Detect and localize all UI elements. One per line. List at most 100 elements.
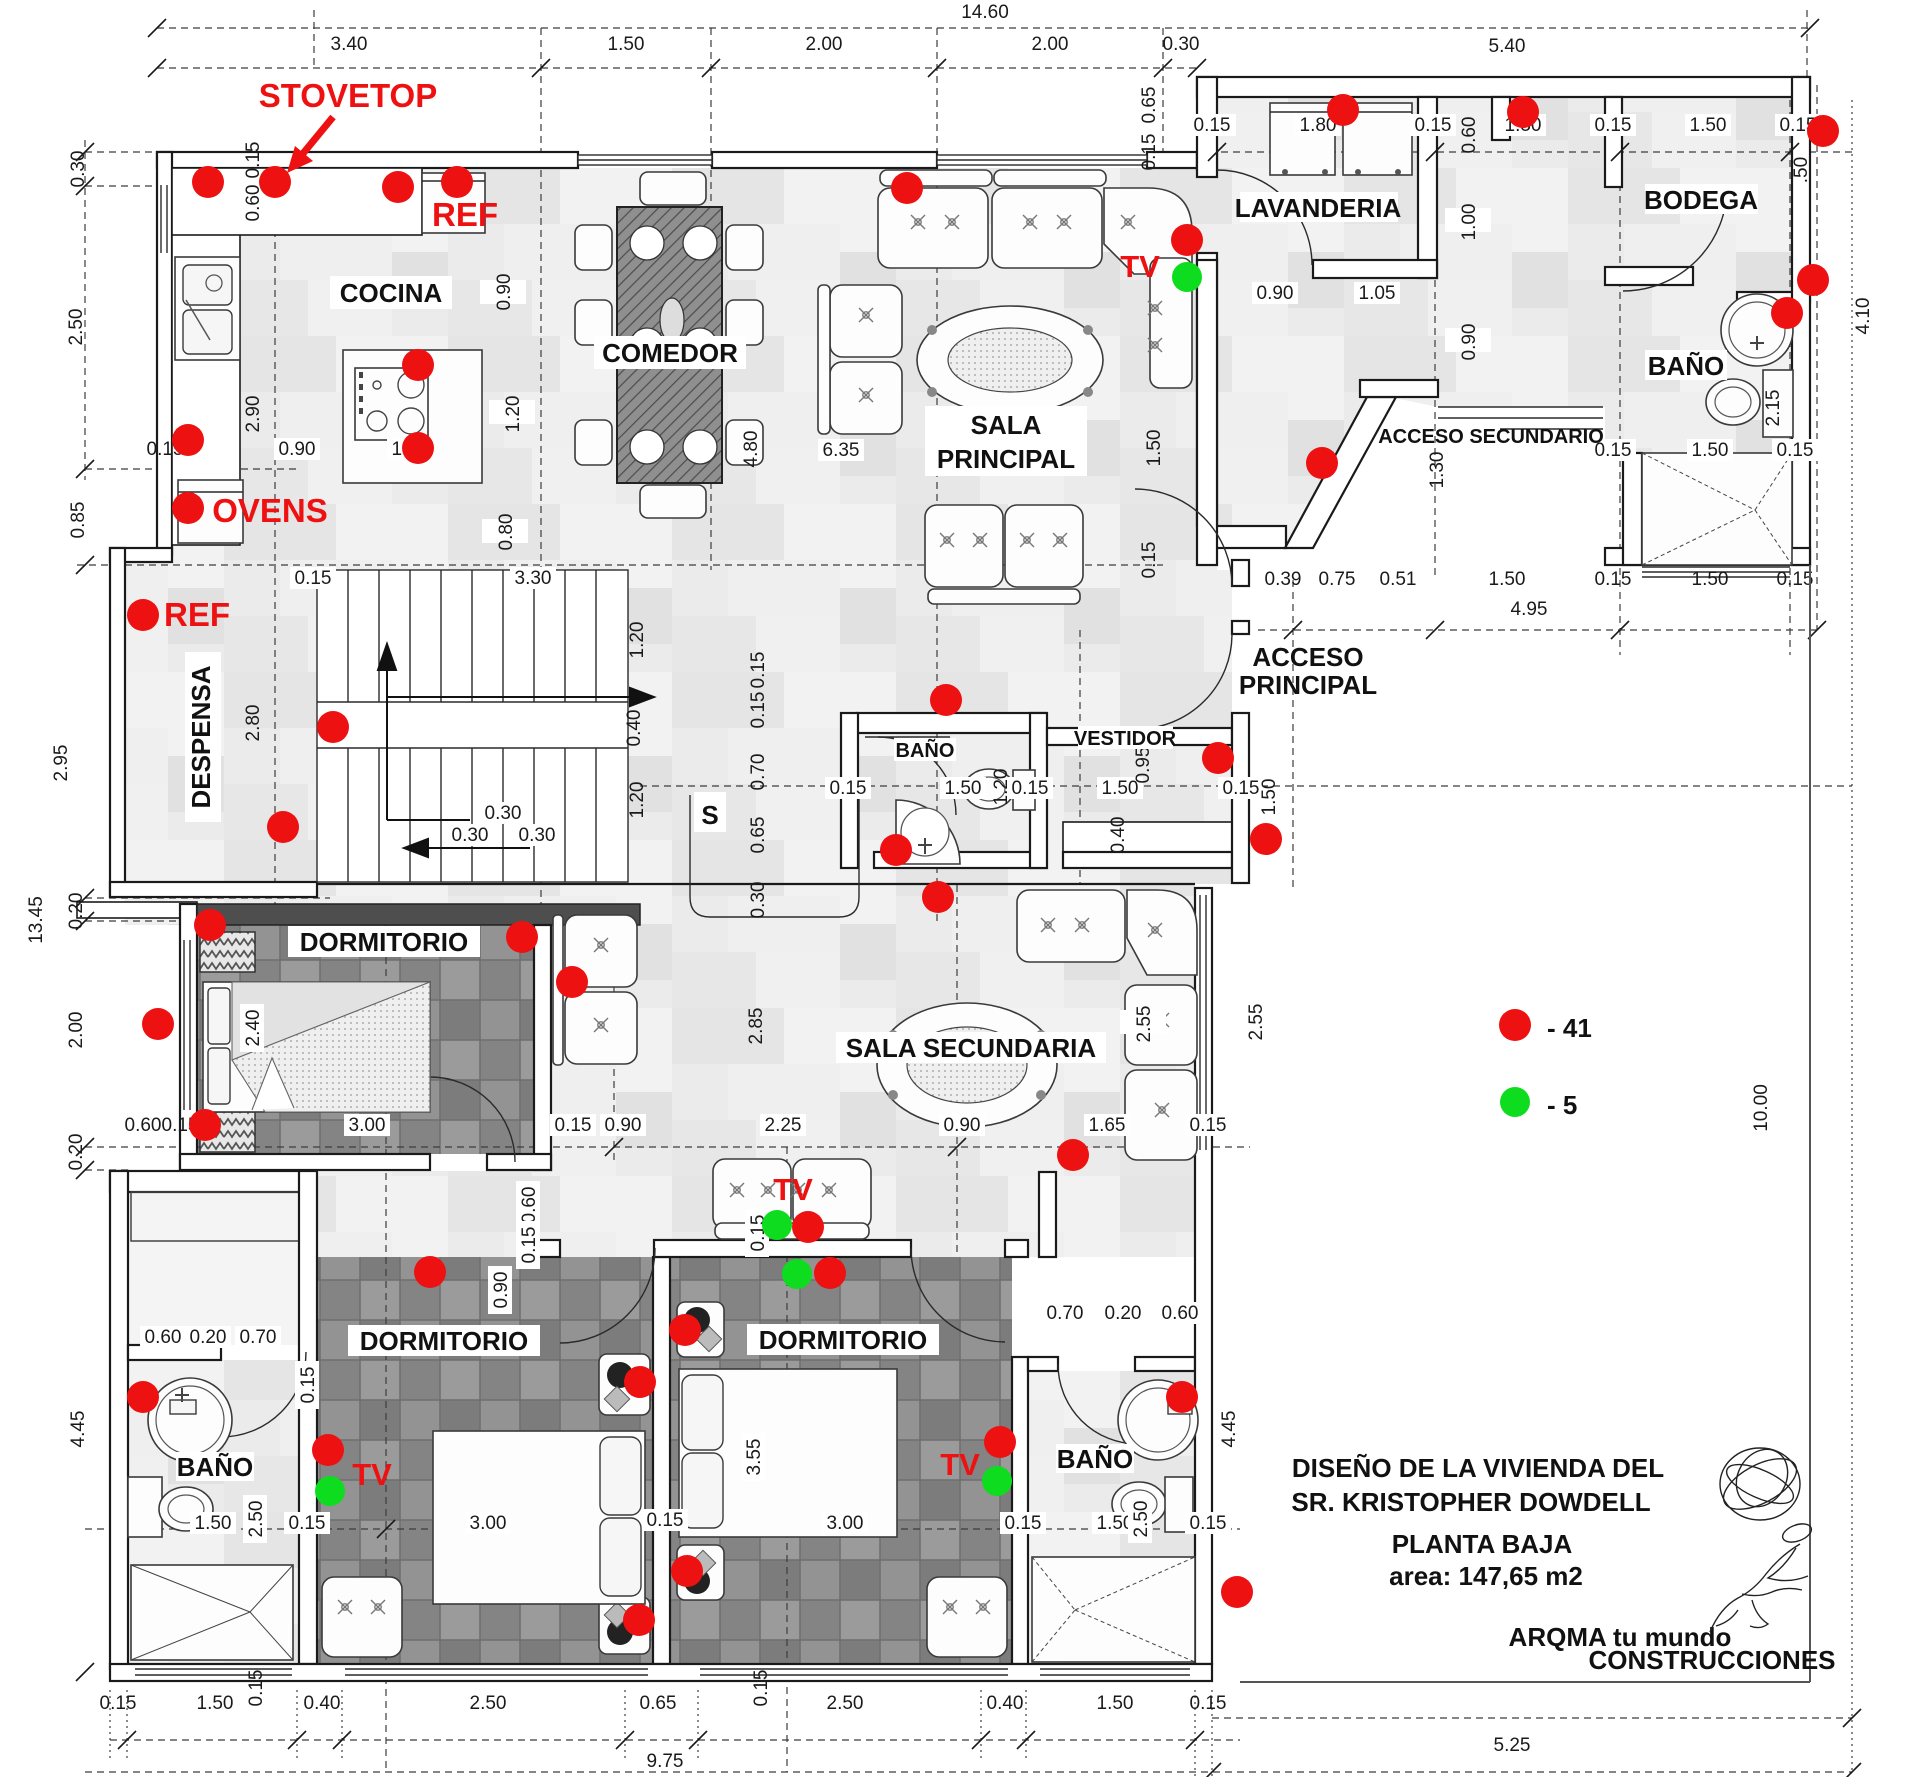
svg-text:0.15: 0.15 bbox=[647, 1510, 684, 1531]
svg-text:DORMITORIO: DORMITORIO bbox=[360, 1326, 529, 1356]
svg-text:1.30: 1.30 bbox=[1427, 452, 1448, 489]
svg-text:2.50: 2.50 bbox=[470, 1693, 507, 1714]
svg-text:1.50: 1.50 bbox=[1097, 1693, 1134, 1714]
svg-text:CONSTRUCCIONES: CONSTRUCCIONES bbox=[1588, 1645, 1835, 1675]
svg-text:0.90: 0.90 bbox=[491, 1272, 512, 1309]
svg-text:0.20: 0.20 bbox=[66, 1134, 87, 1171]
svg-text:5.25: 5.25 bbox=[1494, 1735, 1531, 1756]
svg-text:2.90: 2.90 bbox=[243, 396, 264, 433]
svg-text:0.15: 0.15 bbox=[751, 1670, 772, 1707]
svg-text:1.50: 1.50 bbox=[1692, 440, 1729, 461]
svg-text:BAÑO: BAÑO bbox=[1648, 351, 1725, 381]
svg-text:PRINCIPAL: PRINCIPAL bbox=[937, 444, 1075, 474]
svg-text:0.15: 0.15 bbox=[1190, 1513, 1227, 1534]
svg-text:0.40: 0.40 bbox=[624, 710, 645, 747]
svg-text:2.50: 2.50 bbox=[246, 1501, 267, 1538]
svg-text:DORMITORIO: DORMITORIO bbox=[300, 927, 469, 957]
svg-text:10.00: 10.00 bbox=[1751, 1084, 1772, 1132]
svg-text:4.80: 4.80 bbox=[741, 431, 762, 468]
svg-text:1.05: 1.05 bbox=[1359, 283, 1396, 304]
svg-text:0.80: 0.80 bbox=[496, 514, 517, 551]
svg-text:0.15: 0.15 bbox=[298, 1367, 319, 1404]
svg-text:1.20: 1.20 bbox=[627, 622, 648, 659]
svg-text:1.50: 1.50 bbox=[945, 778, 982, 799]
svg-text:2.00: 2.00 bbox=[66, 1012, 87, 1049]
svg-text:2.50: 2.50 bbox=[66, 309, 87, 346]
svg-text:0.15: 0.15 bbox=[1005, 1513, 1042, 1534]
svg-text:0.70: 0.70 bbox=[748, 754, 769, 791]
svg-text:ACCESO: ACCESO bbox=[1252, 642, 1363, 672]
svg-text:14.60: 14.60 bbox=[961, 2, 1009, 23]
svg-text:0.65: 0.65 bbox=[1139, 87, 1160, 124]
svg-text:0.60: 0.60 bbox=[519, 1187, 540, 1224]
svg-text:- 5: - 5 bbox=[1547, 1090, 1577, 1120]
svg-text:1.20: 1.20 bbox=[627, 782, 648, 819]
svg-text:0.15: 0.15 bbox=[1777, 440, 1814, 461]
svg-text:STOVETOP: STOVETOP bbox=[259, 77, 438, 114]
svg-text:0.15: 0.15 bbox=[748, 692, 769, 729]
svg-text:1.50: 1.50 bbox=[197, 1693, 234, 1714]
svg-text:COCINA: COCINA bbox=[340, 278, 443, 308]
svg-text:1.50: 1.50 bbox=[608, 34, 645, 55]
svg-text:2.80: 2.80 bbox=[243, 705, 264, 742]
svg-text:DISEÑO DE LA VIVIENDA DEL: DISEÑO DE LA VIVIENDA DEL bbox=[1292, 1453, 1664, 1483]
svg-text:0.70: 0.70 bbox=[240, 1327, 277, 1348]
svg-text:0.15: 0.15 bbox=[830, 778, 867, 799]
svg-text:BODEGA: BODEGA bbox=[1644, 185, 1758, 215]
svg-text:0.15: 0.15 bbox=[1777, 569, 1814, 590]
svg-text:0.30: 0.30 bbox=[68, 151, 89, 188]
svg-text:2.55: 2.55 bbox=[1134, 1006, 1155, 1043]
svg-text:0.15: 0.15 bbox=[162, 1115, 199, 1136]
svg-text:1.80: 1.80 bbox=[1300, 115, 1337, 136]
svg-text:0.65: 0.65 bbox=[640, 1693, 677, 1714]
svg-text:2.55: 2.55 bbox=[1246, 1004, 1267, 1041]
svg-text:0.30: 0.30 bbox=[452, 825, 489, 846]
svg-text:0.15: 0.15 bbox=[289, 1513, 326, 1534]
svg-text:2.95: 2.95 bbox=[51, 745, 72, 782]
svg-text:1.20: 1.20 bbox=[991, 769, 1012, 806]
svg-text:2.15: 2.15 bbox=[1763, 390, 1784, 427]
svg-text:4.45: 4.45 bbox=[68, 1411, 89, 1448]
svg-text:.50: .50 bbox=[1791, 157, 1812, 183]
svg-text:0.90: 0.90 bbox=[494, 274, 515, 311]
svg-text:SALA SECUNDARIA: SALA SECUNDARIA bbox=[846, 1033, 1097, 1063]
svg-text:1.50: 1.50 bbox=[1144, 430, 1165, 467]
svg-text:0.60: 0.60 bbox=[145, 1327, 182, 1348]
svg-text:1.65: 1.65 bbox=[1089, 1115, 1126, 1136]
svg-text:2.25: 2.25 bbox=[765, 1115, 802, 1136]
svg-text:0.20: 0.20 bbox=[190, 1327, 227, 1348]
svg-text:1.50: 1.50 bbox=[1102, 778, 1139, 799]
svg-text:OVENS: OVENS bbox=[212, 492, 328, 529]
svg-text:0.20: 0.20 bbox=[66, 893, 87, 930]
svg-text:0.30: 0.30 bbox=[485, 803, 522, 824]
svg-text:1.50: 1.50 bbox=[1692, 569, 1729, 590]
svg-text:SR. KRISTOPHER DOWDELL: SR. KRISTOPHER DOWDELL bbox=[1291, 1487, 1650, 1517]
svg-text:2.00: 2.00 bbox=[1032, 34, 1069, 55]
svg-text:1.50: 1.50 bbox=[1489, 569, 1526, 590]
svg-text:DORMITORIO: DORMITORIO bbox=[759, 1325, 928, 1355]
svg-text:TV: TV bbox=[773, 1172, 813, 1207]
svg-text:0.30: 0.30 bbox=[1163, 34, 1200, 55]
svg-text:0.40: 0.40 bbox=[304, 1693, 341, 1714]
svg-text:BAÑO: BAÑO bbox=[1057, 1444, 1134, 1474]
svg-text:0.15: 0.15 bbox=[100, 1693, 137, 1714]
svg-text:0.90: 0.90 bbox=[1257, 283, 1294, 304]
svg-text:2.40: 2.40 bbox=[243, 1010, 264, 1047]
svg-text:VESTIDOR: VESTIDOR bbox=[1074, 728, 1177, 750]
svg-text:0.15: 0.15 bbox=[1139, 542, 1160, 579]
svg-text:2.85: 2.85 bbox=[746, 1008, 767, 1045]
svg-text:5.40: 5.40 bbox=[1489, 36, 1526, 57]
svg-text:REF: REF bbox=[432, 196, 498, 233]
svg-text:BAÑO: BAÑO bbox=[896, 739, 955, 762]
svg-text:TV: TV bbox=[352, 1457, 392, 1492]
svg-text:0.75: 0.75 bbox=[1319, 569, 1356, 590]
svg-text:1.50: 1.50 bbox=[1690, 115, 1727, 136]
svg-text:9.75: 9.75 bbox=[647, 1751, 684, 1772]
svg-text:0.30: 0.30 bbox=[519, 825, 556, 846]
svg-text:0.90: 0.90 bbox=[1459, 324, 1480, 361]
svg-text:REF: REF bbox=[164, 596, 230, 633]
svg-text:0.90: 0.90 bbox=[605, 1115, 642, 1136]
svg-text:DESPENSA: DESPENSA bbox=[186, 665, 216, 808]
svg-text:3.55: 3.55 bbox=[744, 1439, 765, 1476]
svg-text:0.15: 0.15 bbox=[555, 1115, 592, 1136]
